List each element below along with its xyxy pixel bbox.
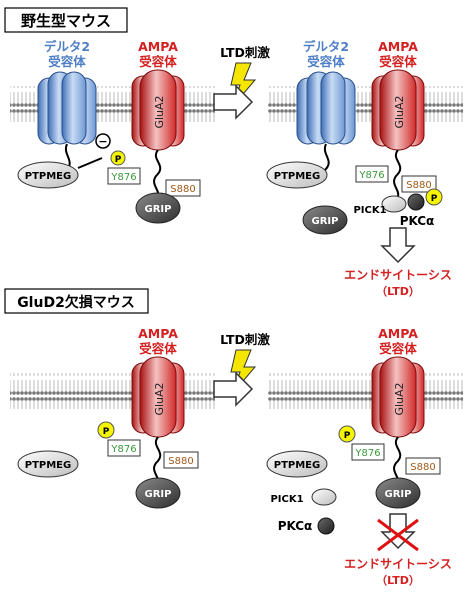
ko-ltd-stimulus-label: LTD刺激: [220, 332, 270, 347]
arrow-right-icon: [213, 84, 254, 120]
delta2-label-line2: 受容体: [48, 54, 86, 69]
ko-ptpmeg-right: [266, 450, 328, 478]
ko-y876-box-right: [351, 443, 385, 461]
ptpmeg-label: PTPMEG: [25, 171, 71, 182]
grip: [135, 192, 181, 224]
y876-box: [107, 167, 141, 185]
ko-pkc: [317, 517, 335, 535]
ltd-stimulus-label: LTD刺激: [220, 45, 270, 60]
pick1-label: PICK1: [353, 205, 386, 216]
delta2-label-line1: デルタ2: [44, 39, 90, 54]
phospho-label-right: P: [431, 194, 438, 204]
grip-label: GRIP: [145, 204, 172, 215]
s880-label-right: S880: [406, 180, 431, 191]
ko-grip: [135, 477, 181, 509]
knockout-title: GluD2欠損マウス: [17, 294, 135, 311]
membrane-right-bottom: [268, 373, 463, 409]
ampa-label-line1-right: AMPA: [378, 39, 418, 54]
ko-phospho-icon-right: [338, 425, 356, 443]
minus-icon: [95, 133, 111, 149]
pick1: [381, 195, 407, 213]
ltd-label: （LTD）: [376, 285, 420, 298]
ko-phospho-icon: [97, 421, 115, 439]
endocytosis-label: エンドサイトーシス: [344, 268, 452, 282]
ko-ptpmeg-label: PTPMEG: [25, 460, 71, 471]
knockout-title-box: [4, 288, 149, 314]
y876-label: Y876: [110, 172, 136, 183]
ko-s880-label-right: S880: [410, 462, 435, 473]
ampa-receptor: GluA2: [131, 69, 185, 151]
ko-arrow-right-icon: [213, 371, 254, 407]
ko-ampa-label-line1-right: AMPA: [378, 326, 418, 341]
ko-ampa-tail-right: [393, 436, 402, 484]
pkc-label: PKCα: [400, 214, 435, 228]
wildtype-panel: 野生型マウス デルタ2 受容体 AMPA 受容体 デルタ2 受容体 AMPA 受…: [4, 7, 463, 298]
delta2-label-line1-right: デルタ2: [303, 39, 349, 54]
ko-ampa-tail: [153, 436, 162, 484]
dephospho-line: [77, 157, 103, 169]
block-cross-icon-2: [377, 518, 419, 552]
ko-pkc-label: PKCα: [278, 519, 313, 533]
arrow-down-icon: [380, 227, 416, 264]
phospho-icon-right: [425, 188, 443, 206]
delta2-receptor: [37, 71, 97, 145]
ko-ampa-label-line2-right: 受容体: [379, 341, 417, 356]
ptpmeg-label-right: PTPMEG: [274, 171, 320, 182]
ampa-tail: [153, 149, 162, 197]
s880-box-right: [401, 175, 437, 193]
wildtype-title-box: [4, 7, 128, 33]
delta2-tail-right: [323, 143, 330, 171]
ko-grip-right: [375, 477, 421, 509]
ko-pick1-label: PICK1: [270, 494, 303, 505]
glua2-label: GluA2: [153, 95, 166, 128]
ptpmeg-right: [266, 161, 328, 189]
y876-box-right: [355, 165, 389, 183]
s880-box: [165, 179, 201, 197]
ko-s880-box-right: [405, 457, 441, 475]
delta2-receptor-right: [296, 71, 356, 145]
ko-ampa-label-line1: AMPA: [138, 326, 178, 341]
ko-ampa-receptor: GluA2: [131, 356, 185, 438]
ko-y876-label: Y876: [110, 444, 136, 455]
ko-phospho-label-right: P: [344, 431, 351, 441]
ko-y876-label-right: Y876: [354, 448, 380, 459]
ko-grip-label-right: GRIP: [385, 489, 412, 500]
minus-label: −: [98, 135, 107, 148]
pkc: [407, 193, 425, 211]
ko-s880-label: S880: [168, 456, 193, 467]
grip-label-right: GRIP: [312, 216, 339, 227]
ko-ptpmeg: [17, 450, 79, 478]
ko-ampa-receptor-right: GluA2: [371, 356, 425, 438]
ko-endocytosis-label: エンドサイトーシス: [344, 557, 452, 571]
s880-label: S880: [170, 184, 195, 195]
ampa-receptor-right: GluA2: [371, 69, 425, 151]
y876-label-right: Y876: [358, 170, 384, 181]
knockout-panel: GluD2欠損マウス AMPA 受容体 AMPA 受容体 GluA2 P Y87…: [4, 288, 463, 587]
wildtype-title: 野生型マウス: [21, 12, 111, 30]
glua2-label-right: GluA2: [393, 95, 406, 128]
ampa-label-line2: 受容体: [139, 54, 177, 69]
ko-ampa-label-line2: 受容体: [139, 341, 177, 356]
ko-ltd-label: （LTD）: [376, 574, 420, 587]
ampa-label-line2-right: 受容体: [379, 54, 417, 69]
ko-glua2-label-right: GluA2: [393, 382, 406, 415]
ko-pick1: [311, 488, 337, 506]
delta2-label-line2-right: 受容体: [307, 54, 345, 69]
grip-right: [302, 205, 348, 235]
ko-grip-label: GRIP: [145, 489, 172, 500]
phospho-label: P: [115, 155, 122, 165]
ko-ptpmeg-label-right: PTPMEG: [274, 460, 320, 471]
phospho-icon: [110, 150, 126, 166]
ko-glua2-label: GluA2: [153, 382, 166, 415]
ko-phospho-label: P: [103, 427, 110, 437]
ampa-label-line1: AMPA: [138, 39, 178, 54]
ptpmeg: [17, 161, 79, 189]
ampa-tail-right: [393, 149, 402, 197]
ko-y876-box: [107, 439, 141, 457]
ko-s880-box: [163, 451, 199, 469]
